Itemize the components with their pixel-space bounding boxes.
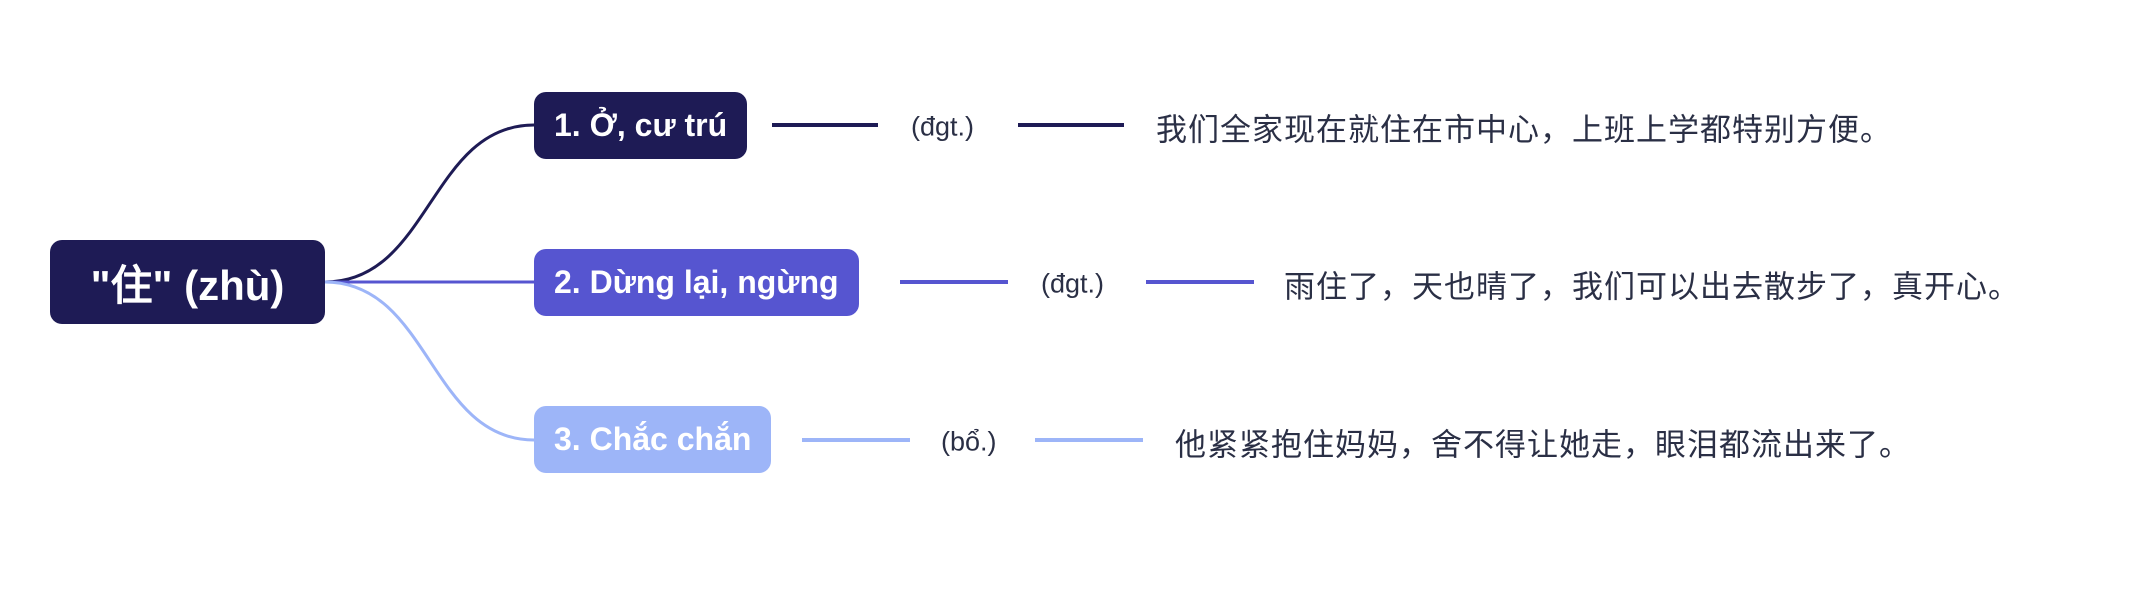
- part-of-speech-1: (đgt.): [911, 111, 975, 142]
- example-sentence-3: 他紧紧抱住妈妈，舍不得让她走，眼泪都流出来了。: [1175, 427, 1911, 463]
- branch-node-2[interactable]: 2. Dừng lại, ngừng: [534, 249, 859, 316]
- example-sentence-1: 我们全家现在就住在市中心，上班上学都特别方便。: [1156, 112, 1892, 148]
- branch-curve-3: [324, 280, 535, 442]
- example-sentence-2: 雨住了，天也晴了，我们可以出去散步了，真开心。: [1284, 269, 2020, 305]
- root-node[interactable]: "住" (zhù): [50, 240, 325, 324]
- branch-node-1[interactable]: 1. Ở, cư trú: [534, 92, 748, 159]
- branch-curve-1: [324, 123, 535, 284]
- part-of-speech-2: (đgt.): [1041, 268, 1105, 299]
- part-of-speech-3: (bổ.): [941, 426, 997, 457]
- branch-node-3[interactable]: 3. Chắc chắn: [534, 406, 772, 473]
